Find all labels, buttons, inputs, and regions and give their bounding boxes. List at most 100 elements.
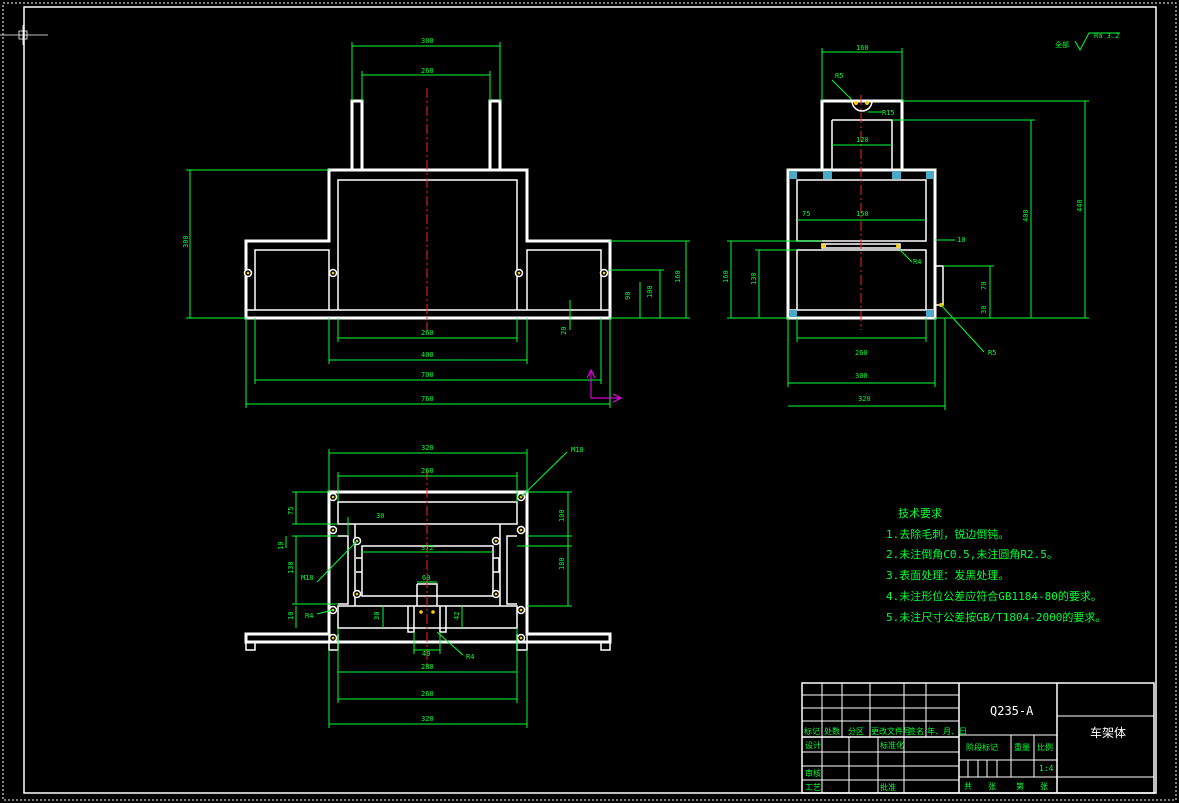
front-dim-height: 300 (182, 235, 190, 248)
tb-label-mark: 标记 (804, 726, 820, 736)
front-dim-400: 400 (421, 351, 434, 359)
tb-sheet-unit: 张 (988, 782, 996, 791)
top-dim-m10-right: M10 (571, 446, 584, 454)
side-dim-160-left: 160 (722, 270, 730, 283)
tb-label-date: 年、月、日 (927, 726, 967, 736)
side-dim-300: 300 (855, 372, 868, 380)
tb-sheet-unit-2: 张 (1040, 782, 1048, 791)
front-view-dimension-lines (186, 42, 690, 408)
front-dim-700: 700 (421, 371, 434, 379)
surface-finish-prefix: 全部 (1055, 40, 1069, 49)
title-block: 标记 处数 分区 更改文件号 签名 年、月、日 设计 标准化 审核 工艺 批准 … (801, 682, 1155, 794)
front-view[interactable]: 300 260 300 100 90 160 20 260 400 700 76… (182, 37, 690, 408)
side-dim-320: 320 (858, 395, 871, 403)
crosshair-cursor-icon (0, 25, 48, 45)
front-dim-260: 260 (421, 329, 434, 337)
front-dim-side-100: 100 (646, 285, 654, 298)
top-dim-100: 100 (558, 509, 566, 522)
tech-requirement-item: 2.未注倒角C0.5,未注圆角R2.5。 (886, 547, 1058, 561)
front-view-bolts (243, 268, 609, 278)
top-dim-75: 75 (287, 507, 295, 515)
tech-requirements: 技术要求 1.去除毛刺，锐边倒钝。 2.未注倒角C0.5,未注圆角R2.5。 3… (886, 507, 1106, 624)
top-view-dimension-lines (285, 449, 572, 728)
tb-label-count: 处数 (824, 726, 840, 736)
tb-label-zone: 分区 (848, 727, 864, 736)
tech-requirement-item: 4.未注形位公差应符合GB1184-80的要求。 (886, 589, 1102, 603)
side-view-arc (851, 100, 873, 112)
top-dim-372: 372 (421, 544, 434, 552)
top-dim-30: 30 (376, 512, 384, 520)
top-dim-60: 60 (422, 574, 430, 582)
tb-label-process: 工艺 (805, 783, 821, 792)
side-dim-30: 30 (980, 306, 988, 314)
top-dim-10-b: 10 (287, 612, 295, 620)
front-dim-20: 20 (560, 327, 568, 335)
side-dim-260: 260 (855, 349, 868, 357)
side-view-dimension-lines (727, 48, 1089, 410)
top-dim-40: 40 (422, 650, 430, 658)
front-dim-top-width: 300 (421, 37, 434, 45)
tb-part-name: 车架体 (1090, 725, 1126, 740)
side-view-holes (822, 101, 943, 307)
front-view-inner (246, 179, 610, 311)
tech-requirements-title: 技术要求 (898, 507, 942, 520)
top-view-dimension-text: 320 260 M10 30 75 10 130 100 180 372 M10… (277, 444, 584, 723)
ucs-icon (586, 368, 623, 403)
top-dim-m10-left: M10 (301, 574, 314, 582)
side-dim-130: 130 (750, 272, 758, 285)
top-dim-r4-left: R4 (305, 612, 313, 620)
tb-label-signature: 签名 (908, 726, 924, 736)
side-dim-r5-bottom: R5 (988, 349, 996, 357)
side-dim-120: 120 (856, 136, 869, 144)
tb-label-standardization: 标准化 (880, 740, 904, 750)
side-view[interactable]: 160 R5 R15 120 75 150 10 R4 400 440 160 … (722, 44, 1089, 410)
front-view-dimension-text: 300 260 300 100 90 160 20 260 400 700 76… (182, 37, 682, 403)
front-dim-760: 760 (421, 395, 434, 403)
front-dim-side-90: 90 (624, 292, 632, 300)
top-dim-320-bottom: 320 (421, 715, 434, 723)
side-view-hatching (789, 171, 934, 317)
tb-sheet-total: 共 (964, 782, 972, 791)
side-dim-r4: R4 (913, 258, 921, 266)
tech-requirement-item: 5.未注尺寸公差按GB/T1804-2000的要求。 (886, 610, 1106, 624)
side-dim-150: 150 (856, 210, 869, 218)
tb-label-change-doc: 更改文件号 (871, 726, 911, 736)
front-dim-top-inner: 260 (421, 67, 434, 75)
tech-requirement-item: 3.表面处理：发黑处理。 (886, 568, 1009, 582)
top-dim-260-bottom: 260 (421, 690, 434, 698)
top-dim-280: 280 (421, 663, 434, 671)
side-dim-70: 70 (980, 282, 988, 290)
tb-label-review: 审核 (805, 768, 821, 778)
top-view[interactable]: 320 260 M10 30 75 10 130 100 180 372 M10… (244, 444, 612, 728)
top-view-outline (244, 490, 612, 644)
side-view-dimension-text: 160 R5 R15 120 75 150 10 R4 400 440 160 … (722, 44, 1084, 403)
tb-material: Q235-A (990, 704, 1034, 718)
front-dim-side-160: 160 (674, 270, 682, 283)
side-dim-r15: R15 (882, 109, 895, 117)
side-dim-10: 10 (957, 236, 965, 244)
side-dim-440: 440 (1076, 199, 1084, 212)
inner-frame (23, 6, 1157, 794)
top-dim-130: 130 (287, 561, 295, 574)
top-dim-180: 180 (558, 557, 566, 570)
tb-label-stage-mark: 阶段标记 (966, 742, 998, 752)
surface-finish-value: Ra 3.2 (1094, 32, 1119, 40)
tb-scale-value: 1:4 (1039, 764, 1054, 773)
top-dim-320-top: 320 (421, 444, 434, 452)
tb-label-approve: 批准 (880, 782, 896, 792)
top-dim-30-b: 30 (373, 612, 381, 620)
tb-label-designer: 设计 (805, 740, 821, 750)
side-dim-75: 75 (802, 210, 810, 218)
side-dim-400: 400 (1022, 209, 1030, 222)
top-dim-42: 42 (453, 612, 461, 620)
top-dim-260-top: 260 (421, 467, 434, 475)
tb-label-weight: 重量 (1014, 742, 1030, 752)
tb-label-scale: 比例 (1037, 742, 1053, 752)
surface-finish-symbol: 全部 Ra 3.2 (1055, 32, 1120, 52)
top-dim-10-a: 10 (277, 542, 285, 550)
top-dim-r4-bottom: R4 (466, 653, 474, 661)
top-view-holes (328, 492, 526, 643)
side-dim-r5: R5 (835, 72, 843, 80)
tech-requirement-item: 1.去除毛刺，锐边倒钝。 (886, 527, 1009, 541)
